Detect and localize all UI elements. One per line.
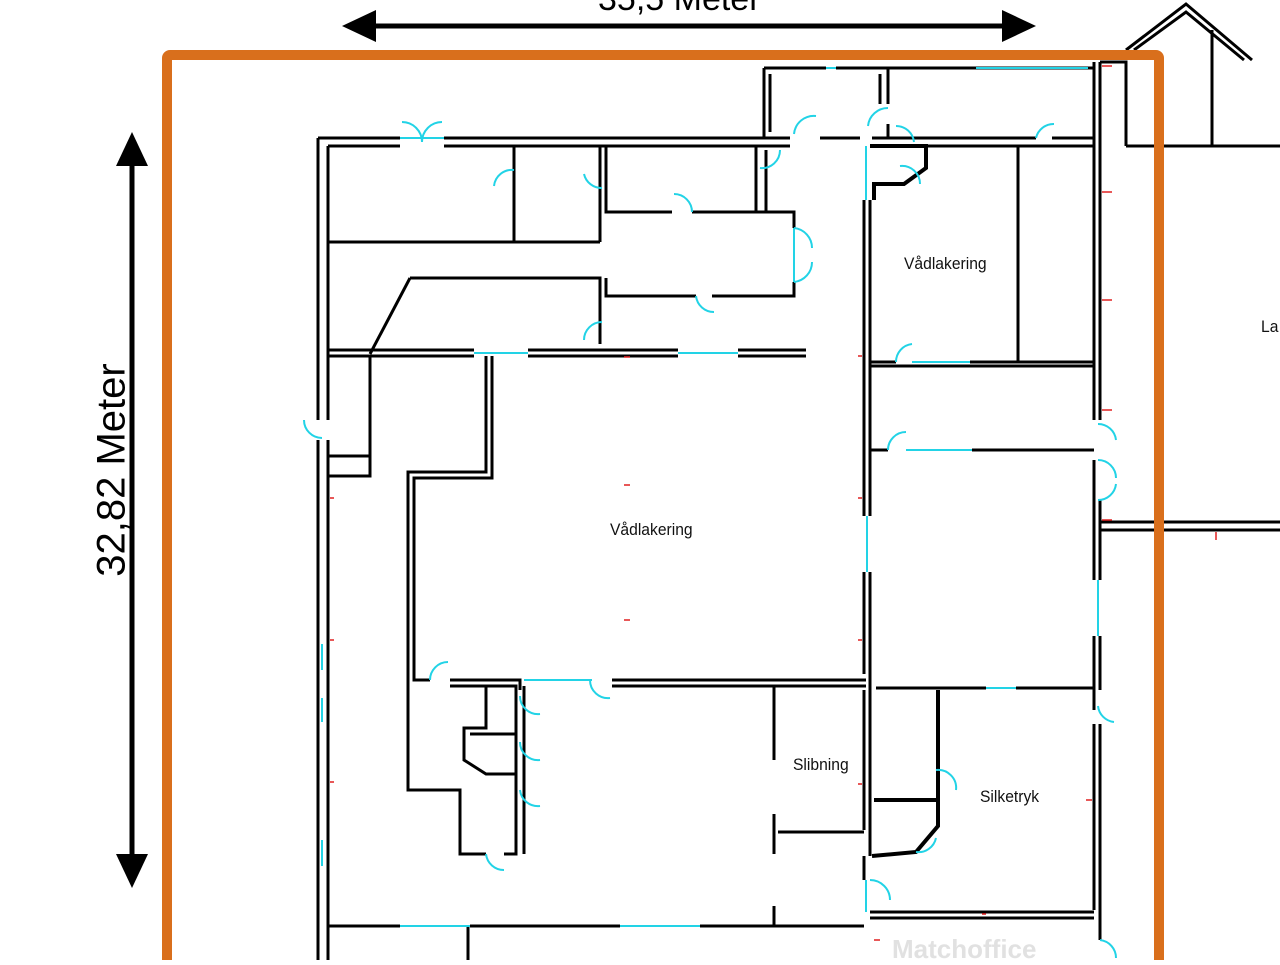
property-boundary <box>162 50 1164 960</box>
markers <box>330 65 1217 941</box>
width-dimension-arrow <box>342 10 1036 42</box>
room-label-silketryk: Silketryk <box>980 787 1040 806</box>
walls <box>316 2 1280 960</box>
width-dimension-label: 35,5 Meter <box>598 0 761 19</box>
room-label-neighbour-cut: La <box>1261 317 1279 336</box>
thick-walls <box>870 144 940 858</box>
height-dimension-label: 32,82 Meter <box>89 363 134 577</box>
watermark-logo: Matchoffice <box>892 934 1037 964</box>
room-label-vadlakering-large: Vådlakering <box>610 520 693 539</box>
doors-and-windows <box>303 67 1118 959</box>
room-label-vadlakering-small: Vådlakering <box>904 254 987 273</box>
height-dimension-arrow <box>116 132 148 888</box>
room-label-slibning: Slibning <box>793 755 849 774</box>
